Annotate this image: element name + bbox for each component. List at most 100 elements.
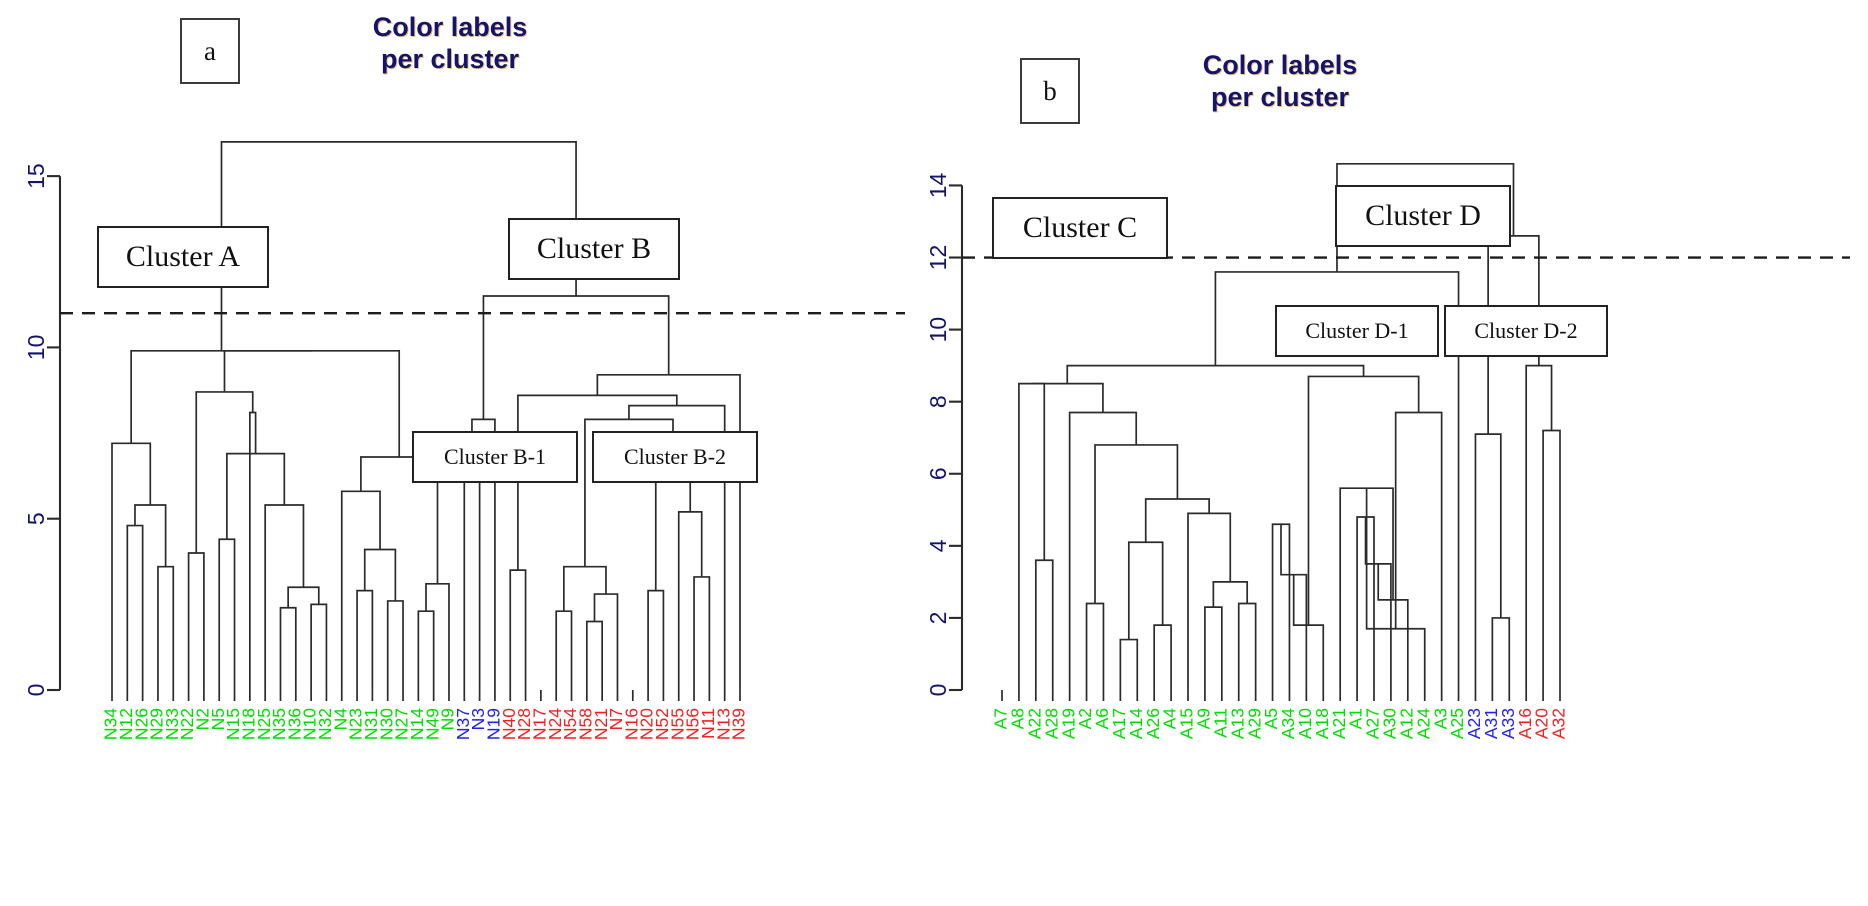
cluster-box-c[interactable]: Cluster C [992,197,1168,259]
leaf-label: A32 [1549,708,1569,739]
leaf-label: A20 [1532,708,1552,739]
dendrogram-link [596,373,741,690]
dendrogram-link [463,452,481,690]
leaf-label: A13 [1227,708,1247,739]
panel-b-badge: b [1020,58,1080,124]
leaf-label: N29 [147,708,167,740]
dendrogram-link [1214,271,1460,690]
leaf-label: N32 [315,708,335,740]
leaf-label: N26 [131,708,151,740]
panel-b-title: Color labels per cluster [1120,50,1440,114]
leaf-label: N28 [514,708,534,740]
dendrogram-link [1066,364,1365,384]
leaf-label: N39 [729,708,749,740]
dendrogram-link [1364,517,1392,690]
dendrogram-link [555,610,573,690]
leaf-label: A2 [1075,708,1095,729]
cluster-box-b2[interactable]: Cluster B-2 [592,431,758,483]
dendrogram-link [677,511,703,690]
dendrogram-link [1542,429,1561,690]
y-axis-tick-label: 10 [925,317,951,343]
leaf-label: N15 [223,708,243,740]
leaf-label: A4 [1160,708,1180,730]
dendrogram-link [157,565,175,690]
leaf-label: N24 [545,708,565,740]
leaf-label: N40 [499,708,519,740]
leaf-label: N36 [284,708,304,740]
dendrogram-link [218,538,236,690]
dendrogram-link [482,295,670,420]
cluster-box-b1[interactable]: Cluster B-1 [412,431,578,483]
leaf-label: N30 [376,708,396,740]
dendrogram-link [1127,541,1164,640]
leaf-label: A30 [1380,708,1400,739]
panel-a-title: Color labels per cluster [290,12,610,76]
dendrogram-link [195,391,254,553]
leaf-label: A18 [1312,708,1332,739]
leaf-label: N17 [530,708,550,740]
leaf-label: A15 [1177,708,1197,739]
dendrogram-link [563,565,607,612]
cluster-box-b[interactable]: Cluster B [508,218,680,280]
dendrogram-link [593,593,619,690]
leaf-label: N49 [422,708,442,740]
dendrogram-link [1068,411,1138,690]
dendrogram-link [126,524,144,690]
leaf-label: A7 [991,708,1011,729]
leaf-label: A34 [1278,708,1298,739]
leaf-label: N13 [713,708,733,740]
cluster-box-a[interactable]: Cluster A [97,226,269,288]
dendrogram-link [425,582,450,690]
y-axis-tick-label: 12 [925,245,951,271]
dendrogram-link [1204,606,1223,690]
leaf-label: N19 [484,708,504,740]
dendrogram-link [130,349,312,444]
dendrogram-link [647,589,665,690]
leaf-label: N16 [621,708,641,740]
y-axis-tick-label: 5 [23,512,49,525]
dendrogram-link [111,442,152,690]
leaf-label: N25 [254,708,274,740]
leaf-label: N52 [652,708,672,740]
leaf-label: N4 [330,708,350,731]
leaf-label: N35 [269,708,289,740]
leaf-label: N5 [208,708,228,730]
dendrogram-link [223,349,401,458]
leaf-label: A6 [1092,708,1112,729]
cluster-box-d[interactable]: Cluster D [1335,185,1511,247]
dendrogram-link [654,480,692,591]
dendrogram-link [386,600,404,690]
y-axis-tick-label: 4 [925,539,951,552]
leaf-label: N9 [438,708,458,730]
leaf-label: A11 [1210,708,1230,738]
leaf-label: N18 [238,708,258,740]
dendrogram-link [1119,638,1139,690]
dendrogram-link [1094,444,1179,604]
leaf-label: A12 [1396,708,1416,739]
leaf-label: A19 [1058,708,1078,739]
dendrogram-link [1292,574,1325,690]
cluster-box-d2[interactable]: Cluster D-2 [1444,305,1608,357]
y-axis-tick-label: 2 [925,612,951,625]
leaf-label: N56 [683,708,703,740]
leaf-label: A22 [1024,708,1044,739]
cluster-box-d1[interactable]: Cluster D-1 [1275,305,1439,357]
leaf-label: A21 [1329,708,1349,739]
dendrogram-link [1365,488,1426,690]
y-axis-tick-label: 14 [925,172,951,198]
leaf-label: A23 [1464,708,1484,739]
dendrogram-link [363,548,397,601]
leaf-label: A28 [1041,708,1061,739]
leaf-label: N27 [392,708,412,740]
dendrogram-link [226,452,286,540]
dendrogram-link [279,606,297,690]
dendrogram-link [417,610,435,690]
leaf-label: A14 [1126,708,1146,739]
leaf-label: A9 [1194,708,1214,729]
leaf-label: A29 [1244,708,1264,739]
panel-a-title-line1: Color labels [372,12,528,42]
leaf-label: A16 [1515,708,1535,739]
y-axis-tick-label: 10 [23,335,49,361]
leaf-label: N37 [453,708,473,740]
